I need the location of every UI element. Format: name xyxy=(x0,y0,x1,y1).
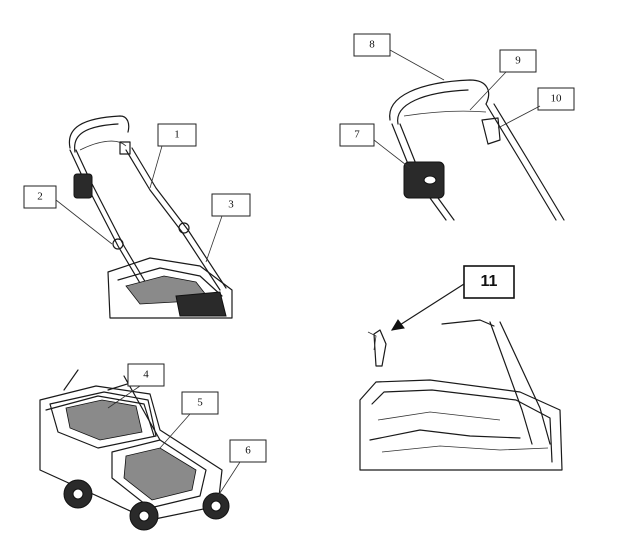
switch-box xyxy=(73,173,93,199)
svg-text:7: 7 xyxy=(354,129,360,141)
callout-6: 6 xyxy=(217,439,267,497)
callout-11: 11 xyxy=(391,265,515,331)
handle-knob-right xyxy=(178,222,190,234)
handle-knob-left xyxy=(112,238,124,250)
svg-text:11: 11 xyxy=(481,273,498,290)
svg-text:2: 2 xyxy=(37,191,43,203)
callout-3: 3 xyxy=(205,193,251,263)
svg-text:5: 5 xyxy=(197,397,203,409)
callout-8: 8 xyxy=(353,33,445,81)
cable-clip-icon xyxy=(481,117,501,145)
svg-text:10: 10 xyxy=(551,93,563,105)
panel-mower xyxy=(39,369,230,531)
callout-2: 2 xyxy=(23,185,113,245)
svg-text:6: 6 xyxy=(245,445,251,457)
callout-5: 5 xyxy=(159,391,219,449)
callout-7: 7 xyxy=(339,123,411,169)
svg-text:4: 4 xyxy=(143,369,149,381)
panel-handle-detail xyxy=(389,79,565,221)
callout-4: 4 xyxy=(107,363,165,409)
callout-1: 1 xyxy=(149,123,197,189)
callout-10: 10 xyxy=(497,87,575,129)
panel-grass-box xyxy=(359,319,563,471)
panel-handle-assembly xyxy=(68,115,233,319)
cable-clip-icon xyxy=(119,141,131,155)
svg-text:1: 1 xyxy=(174,129,180,141)
svg-text:9: 9 xyxy=(515,55,521,67)
clip-part-icon xyxy=(373,329,387,367)
callout-9: 9 xyxy=(469,49,537,111)
svg-text:3: 3 xyxy=(228,199,234,211)
svg-text:8: 8 xyxy=(369,39,375,51)
